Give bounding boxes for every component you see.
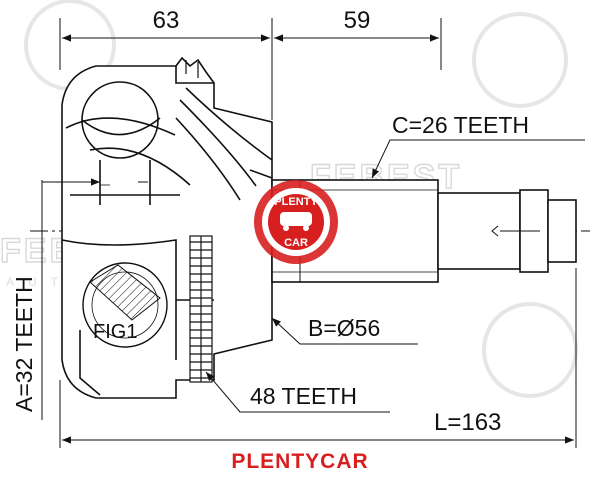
badge-top-text: PLENTY	[274, 196, 318, 208]
callout-abs-teeth-label: 48 TEETH	[250, 383, 357, 409]
callout-outer-teeth: C=26 TEETH	[371, 112, 585, 179]
footer-brand: PLENTYCAR	[231, 450, 368, 473]
bottom-dimension: L=163	[59, 268, 577, 448]
watermark-ring-top	[472, 12, 568, 108]
callout-inner-teeth-label: A=32 TEETH	[11, 276, 37, 412]
callout-outer-teeth-label: C=26 TEETH	[392, 112, 529, 138]
fig1-detail: FIG1	[82, 262, 168, 348]
plentycar-badge: PLENTY CAR	[254, 180, 338, 264]
dim-label-63: 63	[153, 7, 180, 34]
abs-ring	[189, 235, 213, 383]
fig1-label: FIG1	[93, 321, 137, 343]
dim-label-163: L=163	[434, 409, 501, 436]
car-icon	[280, 212, 312, 226]
outer-housing	[61, 56, 273, 399]
top-dimensions: 63 59	[59, 7, 442, 120]
badge-bottom-text: CAR	[284, 237, 308, 249]
callout-abs-teeth: 48 TEETH	[205, 371, 390, 413]
callout-diameter-label: B=Ø56	[308, 315, 380, 341]
watermark-ring-bottom	[482, 302, 578, 398]
dim-label-59: 59	[344, 7, 371, 34]
callout-diameter: B=Ø56	[271, 315, 418, 345]
callout-inner-teeth: A=32 TEETH	[11, 178, 148, 420]
